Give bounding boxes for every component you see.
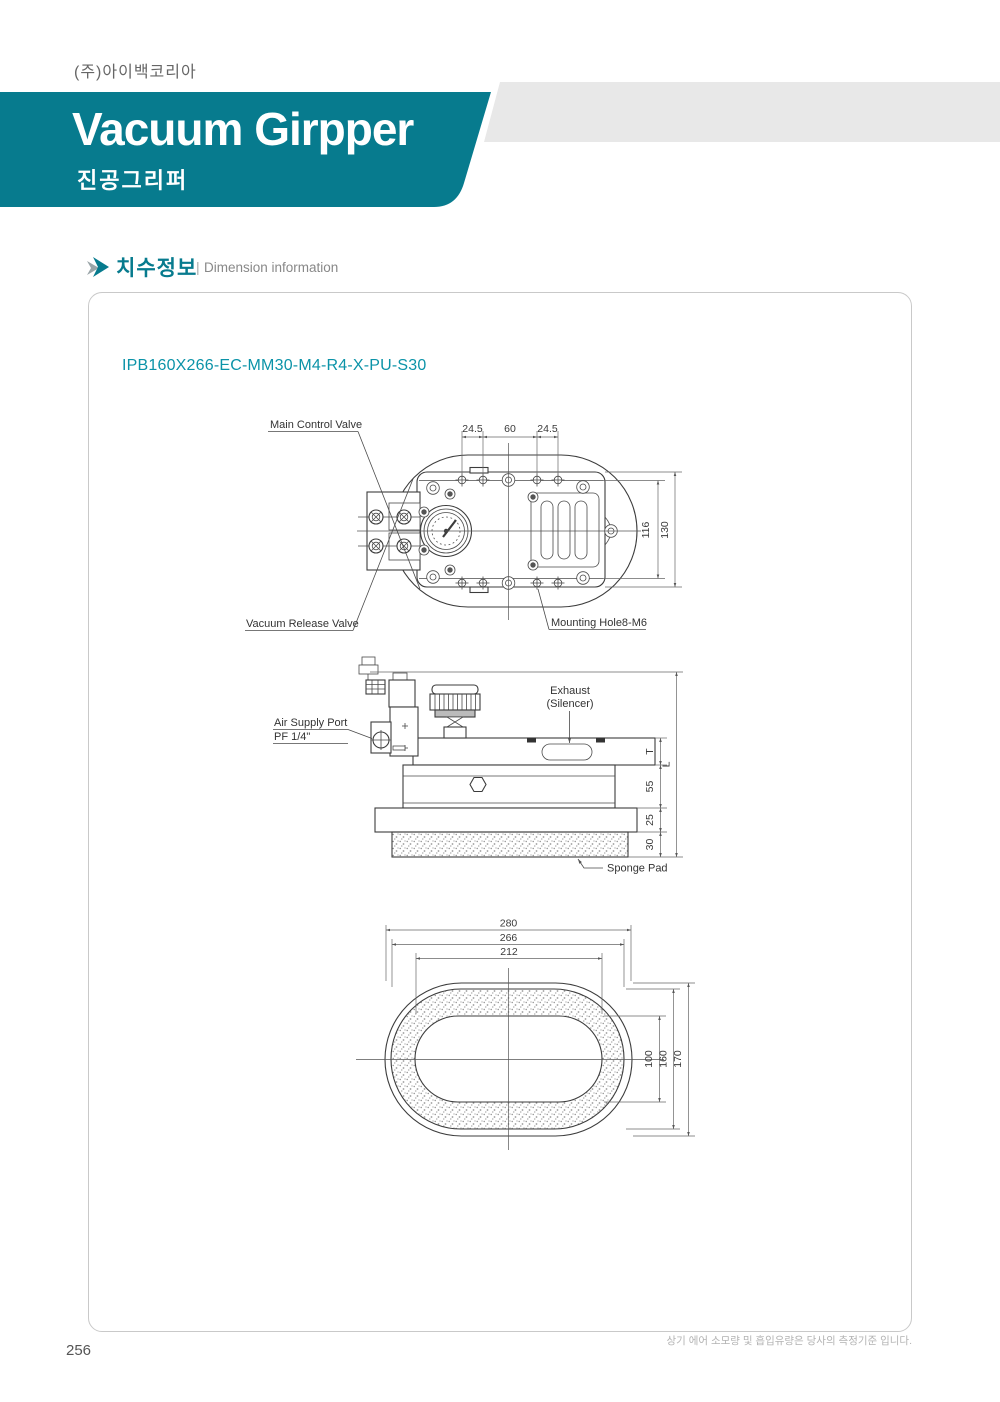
gray-band-shape — [484, 82, 1000, 142]
section-title-en: Dimension information — [204, 260, 339, 275]
page-subtitle: 진공그리퍼 — [77, 168, 189, 193]
drawing-panel — [88, 292, 912, 1332]
company-name: (주)아이백코리아 — [74, 64, 197, 81]
page-number: 256 — [66, 1342, 92, 1359]
footer-note: 상기 에어 소모량 및 흡입유량은 당사의 측정기준 입니다. — [666, 1335, 912, 1347]
model-code: IPB160X266-EC-MM30-M4-R4-X-PU-S30 — [122, 357, 427, 374]
page-title: Vacuum Girpper — [72, 103, 414, 155]
section-divider: | — [196, 259, 200, 275]
section-arrow-icon — [87, 257, 109, 277]
section-title-ko: 치수정보 — [116, 257, 198, 280]
